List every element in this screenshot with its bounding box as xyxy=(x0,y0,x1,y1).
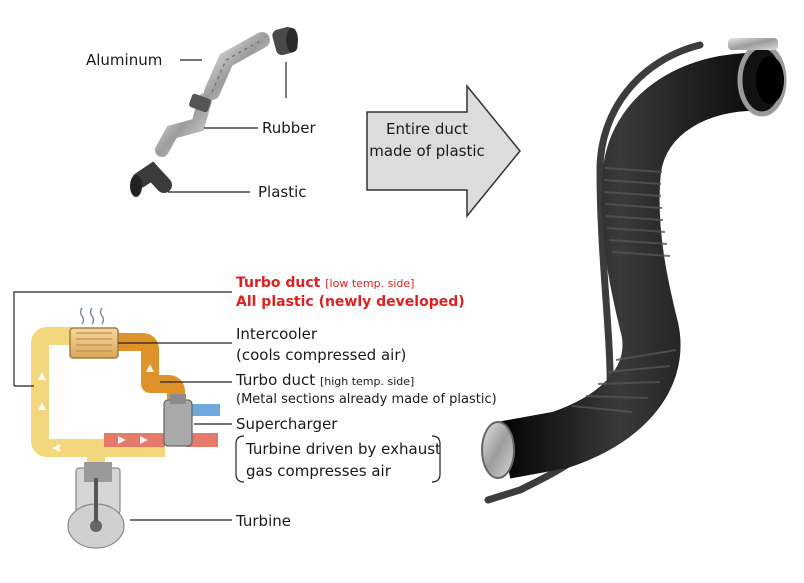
arrow-caption-line1: Entire duct xyxy=(385,120,469,138)
all-plastic-label: All plastic (newly developed) xyxy=(236,294,465,310)
plastic-label: Plastic xyxy=(258,183,307,201)
turbo-duct-high-desc: (Metal sections already made of plastic) xyxy=(236,392,497,407)
intercooler-desc: (cools compressed air) xyxy=(236,346,407,364)
arrow-caption-line2: made of plastic xyxy=(369,142,485,160)
turbo-duct-high-label: Turbo duct [high temp. side] xyxy=(236,371,414,391)
turbo-duct-high-small: [high temp. side] xyxy=(319,375,415,388)
turbo-duct-low-small: [low temp. side] xyxy=(325,277,415,290)
turbo-duct-high-main: Turbo duct xyxy=(236,371,320,389)
turbo-duct-low-label: Turbo duct [low temp. side] xyxy=(236,274,414,293)
turbo-duct-low-main: Turbo duct xyxy=(236,275,326,291)
old-duct-assembly xyxy=(130,26,298,197)
turbo-low-leader xyxy=(13,291,232,386)
desc-bracket-left xyxy=(235,435,245,483)
aluminum-label: Aluminum xyxy=(86,51,163,69)
turbo-schematic xyxy=(31,307,220,549)
intercooler-label: Intercooler xyxy=(236,325,318,343)
turbine-label: Turbine xyxy=(236,512,291,530)
supercharger-desc-line2: gas compresses air xyxy=(246,462,391,480)
arrow-caption: Entire duct made of plastic xyxy=(368,118,486,162)
plastic-duct-photo xyxy=(481,38,787,504)
rubber-label: Rubber xyxy=(262,119,316,137)
desc-bracket-right xyxy=(431,435,441,483)
supercharger-desc-line1: Turbine driven by exhaust xyxy=(246,440,441,458)
transition-arrow xyxy=(366,83,521,219)
supercharger-label: Supercharger xyxy=(236,415,338,433)
